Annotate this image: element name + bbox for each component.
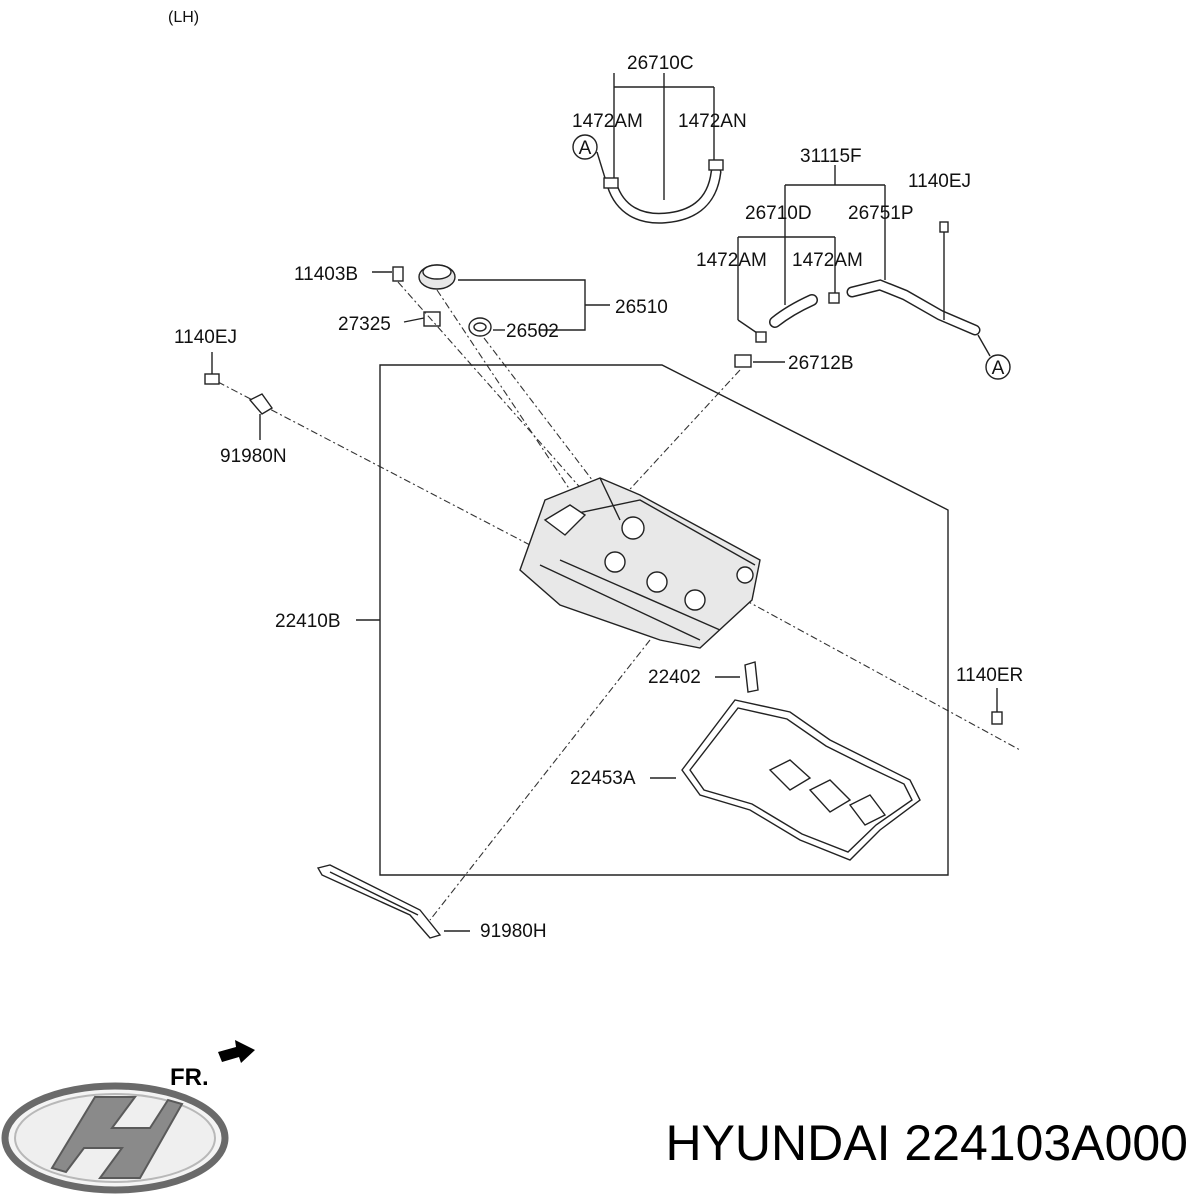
front-label: FR. bbox=[170, 1064, 209, 1091]
front-direction-indicator: FR. bbox=[170, 1040, 255, 1091]
label-91980H: 91980H bbox=[480, 921, 547, 942]
breather-hose-group: A bbox=[572, 73, 724, 224]
brand-name: HYUNDAI bbox=[665, 1115, 890, 1171]
front-arrow-icon bbox=[218, 1040, 255, 1063]
label-31115F: 31115F bbox=[800, 146, 862, 167]
leader-26710C bbox=[613, 73, 715, 200]
ref-circle-A-right bbox=[985, 354, 1011, 380]
label-91980N: 91980N bbox=[220, 446, 287, 467]
label-27325: 27325 bbox=[338, 314, 391, 335]
hyundai-h-icon bbox=[50, 1096, 184, 1179]
label-1140ER: 1140ER bbox=[956, 665, 1023, 686]
cylinder-head-cover-22410B bbox=[519, 477, 761, 649]
brand-part-number: HYUNDAI 224103A000 bbox=[665, 1115, 1188, 1171]
label-26710C: 26710C bbox=[627, 53, 694, 74]
label-26510: 26510 bbox=[615, 297, 668, 318]
label-22453A: 22453A bbox=[570, 768, 636, 789]
clamp-1472AM-top bbox=[603, 177, 619, 189]
leader-26510 bbox=[458, 279, 610, 331]
label-1140EJ-left: 1140EJ bbox=[174, 327, 237, 348]
label-26710D: 26710D bbox=[745, 203, 812, 224]
bracket-27325 bbox=[423, 311, 441, 327]
clamp-1472AM-left bbox=[755, 331, 767, 343]
label-1140EJ-right: 1140EJ bbox=[908, 171, 971, 192]
gasket-22402 bbox=[744, 661, 759, 693]
label-1472AM-top: 1472AM bbox=[572, 111, 643, 132]
bracket-91980H bbox=[316, 864, 470, 939]
clamp-1472AN-top bbox=[708, 159, 724, 171]
label-11403B: 11403B bbox=[294, 264, 358, 285]
parts-frame bbox=[379, 364, 949, 876]
clamp-1472AM-right bbox=[828, 292, 840, 304]
label-1472AM-right: 1472AM bbox=[792, 250, 863, 271]
oil-cap-group bbox=[372, 264, 785, 368]
left-bolt-group bbox=[204, 352, 274, 440]
valve-26712B bbox=[734, 354, 752, 368]
bolt-1140EJ-left bbox=[204, 373, 220, 385]
label-22402: 22402 bbox=[648, 667, 701, 688]
label-26712B: 26712B bbox=[788, 353, 854, 374]
bolt-11403B bbox=[392, 266, 404, 282]
bracket-91980N bbox=[248, 393, 274, 415]
head-cover-gasket-22453A bbox=[650, 699, 921, 861]
ref-a-top-label: A bbox=[579, 138, 592, 159]
label-26502: 26502 bbox=[506, 321, 559, 342]
label-1472AM-left: 1472AM bbox=[696, 250, 767, 271]
ref-a-right-label: A bbox=[992, 358, 1005, 379]
ref-circle-A-top bbox=[572, 134, 598, 160]
label-1472AN: 1472AN bbox=[678, 111, 747, 132]
bolt-1140ER bbox=[991, 711, 1003, 725]
side-label: (LH) bbox=[168, 9, 199, 26]
label-26751P: 26751P bbox=[848, 203, 914, 224]
leader-31115F bbox=[784, 165, 886, 305]
leader-26710D-group bbox=[737, 236, 836, 320]
label-22410B: 22410B bbox=[275, 611, 341, 632]
part-labels: 26710C 1472AM 1472AN 31115F 1140EJ 26710… bbox=[174, 53, 1023, 942]
part-number: 224103A000 bbox=[904, 1115, 1188, 1171]
pcv-pipe-group: A bbox=[737, 165, 1011, 380]
hyundai-logo bbox=[1, 1082, 229, 1194]
